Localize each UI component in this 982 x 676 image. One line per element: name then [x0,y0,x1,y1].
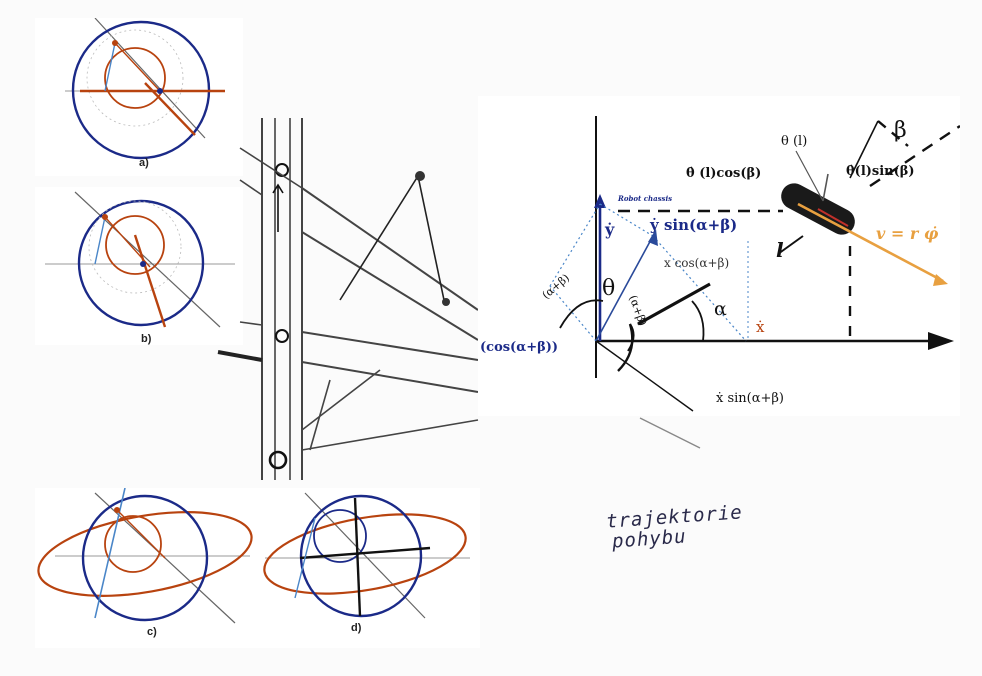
kinematics-panel: θ (l) θ̇ (l)cos(β) θ̇(l)sin(β) β Robot c… [478,96,960,416]
theta-l-sin-beta-label: θ̇(l)sin(β) [846,164,915,179]
panel-c-caption: c) [147,626,157,638]
robot-chassis-label: Robot chassis [618,194,673,203]
panel-b-drawing [45,191,235,328]
panel-a: a) [35,18,243,176]
panel-c-drawing [37,488,253,624]
beta-label: β [894,118,907,143]
theta-l-label: θ (l) [781,134,808,149]
panel-c: c) [35,488,263,648]
panel-d-caption: d) [351,622,362,634]
panel-d-drawing [263,492,470,619]
kinematics-drawing [549,116,960,412]
panel-a-drawing [65,18,225,160]
theta-label: θ [602,276,616,301]
x-cos-label: x cos(α+β) [664,256,730,270]
panel-a-caption: a) [139,157,149,169]
y-dot-sin-label: ẏ sin(α+β) [650,216,738,234]
alpha-label: α [714,298,727,320]
panel-d: d) [255,488,480,648]
handwritten-line-2: pohybu [611,525,688,553]
panel-b-caption: b) [141,333,152,345]
x-dot-label: ẋ [756,318,765,336]
theta-l-cos-beta-label: θ̇ (l)cos(β) [686,166,762,181]
l-label: l [776,238,784,262]
x-sin-label: ẋ sin(α+β) [716,391,784,406]
velocity-label: v = r φ̇ [876,224,939,243]
y-dot-label: ẏ [605,220,615,239]
cos-left-label: (cos(α+β)) [480,340,559,355]
panel-b: b) [35,187,243,345]
